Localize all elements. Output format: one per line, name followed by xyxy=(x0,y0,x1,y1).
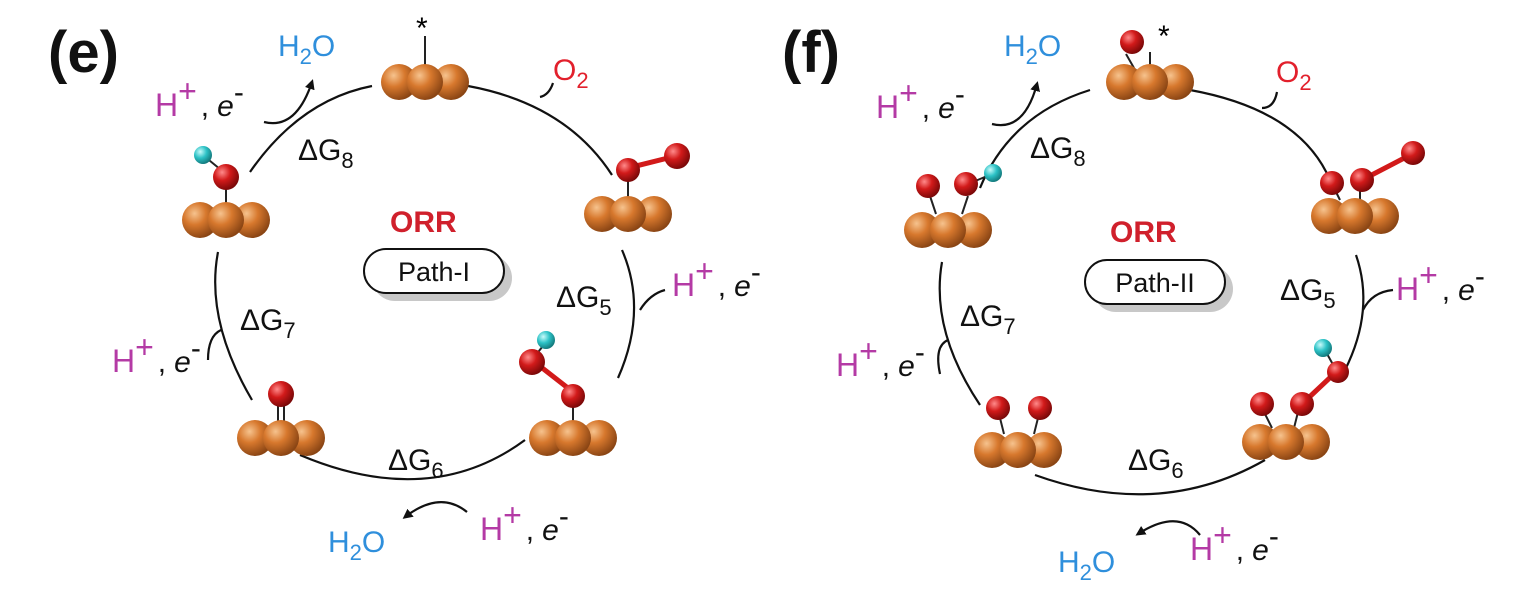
arc-left xyxy=(938,261,981,406)
panel-e: (e) * xyxy=(48,12,761,565)
surface-o2-adsorbed xyxy=(584,143,690,232)
active-site-star: * xyxy=(1158,20,1170,53)
path-label: Path-I xyxy=(398,257,470,287)
proton-electron-top: H+,e- xyxy=(876,75,965,125)
o2-label: O2 xyxy=(1276,56,1312,95)
panel-f: (f) * xyxy=(782,20,1485,585)
proton-electron-left: H+,e- xyxy=(836,333,925,383)
arc-right xyxy=(616,249,636,379)
arrow-h2o-bottom xyxy=(402,501,468,519)
proton-electron-top: H+,e- xyxy=(155,73,244,123)
h2o-bottom: H2O xyxy=(328,526,385,565)
h2o-top: H2O xyxy=(1004,30,1061,69)
arc-top-right xyxy=(1189,88,1332,181)
arc-bottom xyxy=(299,439,526,481)
dg6-label: ΔG6 xyxy=(388,444,444,483)
panel-label-e: (e) xyxy=(48,20,119,85)
arrow-h2o-bottom xyxy=(1135,520,1201,536)
dg7-label: ΔG7 xyxy=(240,304,296,343)
surface-o-ooh xyxy=(1242,339,1349,460)
surface-oh xyxy=(182,146,270,238)
orr-title: ORR xyxy=(390,206,457,239)
dg7-label: ΔG7 xyxy=(960,300,1016,339)
o2-label: O2 xyxy=(553,54,589,93)
arrow-h2o-top xyxy=(263,79,315,125)
path-box xyxy=(363,248,505,294)
proton-electron-right: H+,e- xyxy=(1396,257,1485,307)
arrow-o2-in xyxy=(1261,91,1279,110)
arrow-h-right xyxy=(639,288,666,311)
surface-bare: * xyxy=(381,12,469,100)
dg6-label: ΔG6 xyxy=(1128,444,1184,483)
proton-electron-right: H+,e- xyxy=(672,253,761,303)
dg8-label: ΔG8 xyxy=(298,134,354,173)
arrow-h-right xyxy=(1362,288,1394,311)
surface-o-bare: * xyxy=(1106,20,1194,100)
arrow-h-left xyxy=(937,338,949,375)
arc-top-right xyxy=(467,84,613,176)
path-box xyxy=(1084,259,1226,305)
proton-electron-bottom: H+,e- xyxy=(480,497,569,547)
orr-title: ORR xyxy=(1110,216,1177,249)
arc-left xyxy=(214,251,253,401)
arc-top-left xyxy=(249,84,373,173)
dg5-label: ΔG5 xyxy=(1280,274,1336,313)
dg5-label: ΔG5 xyxy=(556,281,612,320)
active-site-star: * xyxy=(416,12,428,45)
h2o-bottom: H2O xyxy=(1058,546,1115,585)
arc-right xyxy=(1344,254,1365,371)
proton-electron-left: H+,e- xyxy=(112,329,201,379)
dg8-label: ΔG8 xyxy=(1030,132,1086,171)
arc-bottom xyxy=(1034,459,1266,496)
panel-label-f: (f) xyxy=(782,20,840,85)
arrow-h2o-top xyxy=(991,81,1040,127)
arrow-h-left xyxy=(206,329,222,361)
surface-o-oh xyxy=(904,164,1002,248)
proton-electron-bottom: H+,e- xyxy=(1190,517,1279,567)
surface-ooh xyxy=(519,331,617,456)
h2o-top: H2O xyxy=(278,30,335,69)
path-label: Path-II xyxy=(1115,268,1195,298)
surface-o-o xyxy=(974,396,1062,468)
surface-o xyxy=(237,381,325,456)
surface-o-o2 xyxy=(1311,141,1425,234)
arrow-o2-in xyxy=(539,82,555,99)
